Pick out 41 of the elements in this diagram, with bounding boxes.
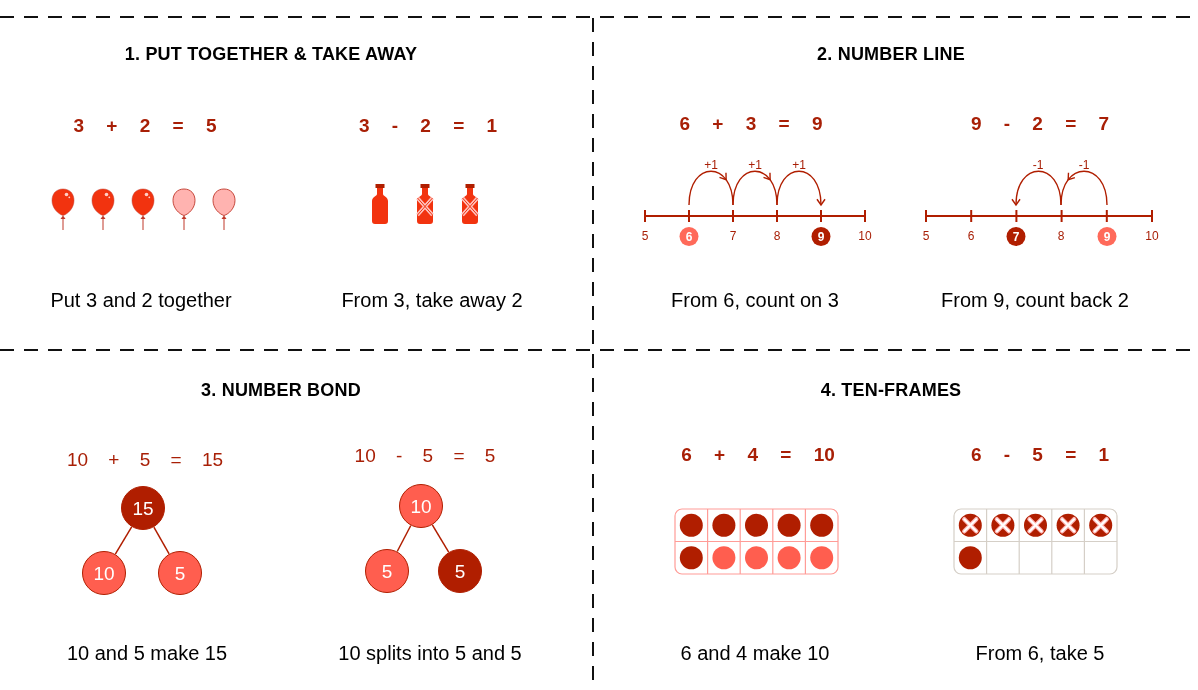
equation: 10 + 5 = 15 [66, 449, 224, 471]
jump-label: -1 [1078, 158, 1090, 172]
caption: 6 and 4 make 10 [680, 641, 830, 665]
equation: 9 - 2 = 7 [970, 113, 1110, 135]
connector-line [114, 526, 133, 555]
connector-line [153, 526, 170, 555]
jump-label: +1 [792, 158, 806, 172]
highlighted-tick-label: 9 [1097, 227, 1117, 246]
highlighted-tick-label: 6 [679, 227, 699, 246]
tick-label: 5 [641, 229, 649, 243]
section-heading: 2. NUMBER LINE [817, 43, 965, 65]
section-heading: 3. NUMBER BOND [201, 379, 361, 401]
caption: Put 3 and 2 together [50, 288, 232, 312]
caption: 10 and 5 make 15 [66, 641, 228, 665]
highlighted-tick-label: 7 [1006, 227, 1026, 246]
connector-line [431, 524, 450, 553]
equation: 3 + 2 = 5 [73, 115, 217, 137]
equation: 10 - 5 = 5 [354, 445, 496, 467]
caption: From 3, take away 2 [341, 288, 523, 312]
tick-label: 8 [773, 229, 781, 243]
jump-label: +1 [748, 158, 762, 172]
caption: From 9, count back 2 [941, 288, 1129, 312]
section-heading: 1. PUT TOGETHER & TAKE AWAY [124, 43, 418, 65]
tick-label: 10 [858, 229, 872, 243]
equation: 3 - 2 = 1 [358, 115, 498, 137]
caption: 10 splits into 5 and 5 [338, 641, 522, 665]
caption: From 6, count on 3 [671, 288, 839, 312]
tick-label: 8 [1057, 229, 1065, 243]
tick-label: 6 [967, 229, 975, 243]
jump-label: +1 [704, 158, 718, 172]
connector-line [396, 524, 412, 553]
equation: 6 + 4 = 10 [681, 444, 835, 466]
highlighted-tick-label: 9 [811, 227, 831, 246]
section-heading: 4. TEN-FRAMES [820, 379, 962, 401]
tick-label: 10 [1145, 229, 1159, 243]
equation: 6 + 3 = 9 [679, 113, 823, 135]
tick-label: 5 [922, 229, 930, 243]
equation: 6 - 5 = 1 [970, 444, 1110, 466]
caption: From 6, take 5 [975, 641, 1105, 665]
jump-label: -1 [1032, 158, 1044, 172]
tick-label: 7 [729, 229, 737, 243]
